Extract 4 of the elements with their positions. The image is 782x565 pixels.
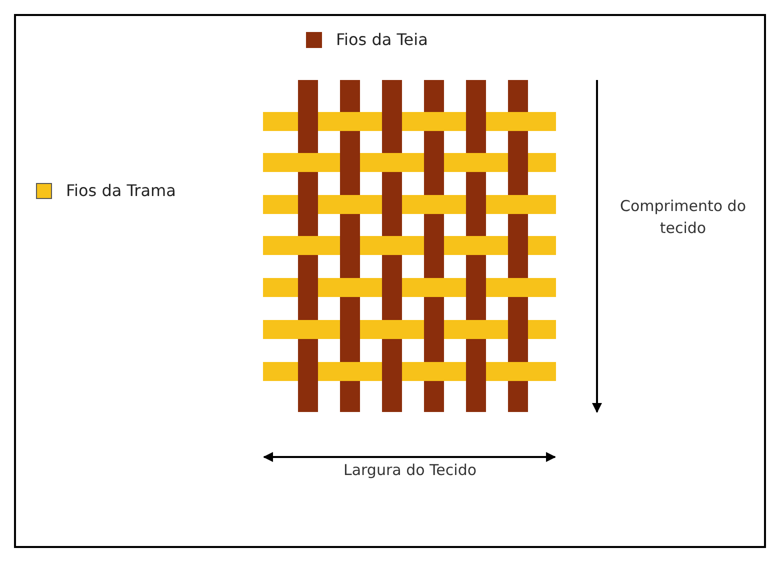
- dimension-label: Largura do Tecido: [342, 460, 478, 481]
- legend-label: Fios da Teia: [336, 30, 428, 49]
- dimension-label: Comprimento do tecido: [619, 196, 747, 239]
- legend-label: Fios da Trama: [66, 181, 176, 200]
